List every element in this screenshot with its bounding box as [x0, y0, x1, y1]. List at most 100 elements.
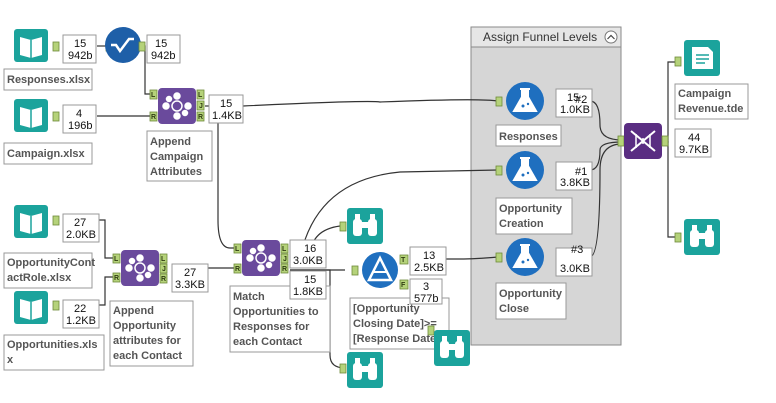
label-box-append-campaign	[146, 130, 213, 182]
count-box-formula-close	[555, 247, 593, 277]
record-size: 9.7KB	[679, 144, 709, 156]
record-size: 1.4KB	[212, 110, 242, 122]
tool-label-campaign: Campaign.xlsx	[7, 148, 86, 160]
record-size: 942b	[68, 50, 92, 62]
select-tool[interactable]	[105, 27, 146, 63]
count-box-select	[146, 34, 181, 64]
book-icon	[14, 205, 48, 238]
count-box-filter-false	[409, 278, 443, 305]
input-tool-contact-role[interactable]	[14, 205, 60, 238]
input-tool-responses[interactable]	[8, 26, 60, 68]
tool-label-append-campaign: Append Campaign Attributes	[150, 136, 206, 178]
formula-tool-close[interactable]	[495, 238, 544, 276]
count-box-append-campaign	[208, 94, 244, 124]
output-tool-campaign-revenue[interactable]	[674, 40, 720, 76]
wire-union-to-output	[660, 61, 676, 143]
label-box-formula-close	[495, 282, 567, 320]
union-tool[interactable]	[617, 123, 669, 159]
input-tool-campaign[interactable]	[14, 99, 60, 132]
wire-contactrole-to-append-left	[97, 219, 113, 259]
browse-tool-4[interactable]	[674, 219, 720, 255]
svg-text:L: L	[282, 246, 287, 253]
count-box-formula-responses	[555, 88, 593, 118]
record-count: 27	[74, 217, 86, 229]
record-size: 1.0KB	[560, 104, 590, 116]
record-size: 196b	[68, 120, 92, 132]
record-size: 942b	[151, 50, 175, 62]
tool-badge: #3	[571, 244, 583, 256]
count-box-opportunities	[62, 299, 100, 329]
record-count: 4	[76, 108, 82, 120]
append-tool-opportunity[interactable]: L R L J R	[112, 250, 168, 286]
tool-label-responses: Responses.xlsx	[7, 74, 91, 86]
record-count: 15	[74, 38, 86, 50]
tool-label-formula-close: Opportunity Close	[499, 288, 565, 315]
svg-text:R: R	[198, 114, 203, 121]
label-box-contact-role	[3, 252, 93, 289]
join-tool-match[interactable]: L R L J R	[233, 240, 289, 276]
svg-text:L: L	[151, 92, 156, 99]
browse-tool-3[interactable]	[339, 352, 383, 388]
tool-label-filter: [Opportunity Closing Date]>= [Response D…	[353, 303, 440, 345]
count-box-filter-true	[409, 246, 447, 276]
record-size: 577b	[414, 293, 438, 305]
book-icon	[14, 291, 48, 324]
svg-text:R: R	[114, 275, 119, 282]
svg-text:L: L	[235, 246, 240, 253]
tool-label-opportunities: Opportunities.xls x	[7, 339, 101, 366]
count-box-contact-role	[62, 213, 100, 243]
record-size: 3.0KB	[560, 263, 590, 275]
tool-badge: #1	[575, 166, 587, 178]
label-box-output	[674, 83, 749, 120]
svg-text:J: J	[199, 103, 203, 110]
svg-text:F: F	[401, 282, 406, 289]
filter-tool[interactable]: T F	[351, 252, 409, 290]
wire-responses-to-union	[556, 100, 623, 141]
wire-append-to-match-left	[217, 118, 234, 249]
count-box-responses	[62, 34, 97, 64]
record-size: 1.8KB	[293, 286, 323, 298]
svg-text:R: R	[151, 114, 156, 121]
record-size: 2.5KB	[414, 262, 444, 274]
tool-label-output: Campaign Revenue.tde	[678, 88, 743, 115]
label-box-append-opportunity	[109, 300, 194, 367]
svg-text:T: T	[401, 257, 406, 264]
wire-append-to-responses	[242, 99, 499, 107]
browse-tool-2[interactable]	[427, 325, 470, 366]
wire-close-to-union	[556, 143, 623, 258]
book-icon	[14, 29, 48, 62]
book-icon	[14, 99, 48, 132]
formula-tool-responses[interactable]	[495, 82, 544, 120]
label-box-opportunities	[3, 334, 105, 371]
record-size: 2.0KB	[66, 229, 96, 241]
record-count: 15	[155, 38, 167, 50]
svg-text:L: L	[198, 92, 203, 99]
record-size: 3.0KB	[293, 255, 323, 267]
svg-text:R: R	[161, 276, 166, 283]
formula-tool-creation[interactable]	[495, 151, 544, 189]
count-box-formula-creation	[555, 161, 593, 191]
input-tool-opportunities[interactable]	[14, 291, 60, 324]
tool-badge: #2	[575, 94, 587, 106]
record-count: 13	[423, 250, 435, 262]
label-box-responses	[3, 68, 93, 91]
count-box-union	[674, 128, 712, 158]
record-count: 3	[423, 281, 429, 293]
record-count: 15	[304, 274, 316, 286]
record-size: 3.3KB	[175, 279, 205, 291]
record-count: 44	[688, 132, 700, 144]
label-box-formula-creation	[495, 197, 573, 235]
record-count: 22	[74, 303, 86, 315]
label-box-filter	[349, 297, 450, 350]
append-tool-campaign[interactable]: L R L J R	[149, 88, 205, 124]
record-count: 27	[184, 267, 196, 279]
chevron-up-icon[interactable]	[604, 30, 618, 44]
tool-label-match: Match Opportunities to Responses for eac…	[233, 291, 322, 348]
svg-text:R: R	[282, 266, 287, 273]
tool-label-contact-role: OpportunityCont actRole.xlsx	[7, 257, 98, 284]
browse-tool-1[interactable]	[339, 208, 383, 244]
tool-label-formula-responses: Responses	[499, 131, 558, 143]
record-count: 15	[567, 92, 579, 104]
count-box-append-opportunity	[171, 263, 209, 293]
